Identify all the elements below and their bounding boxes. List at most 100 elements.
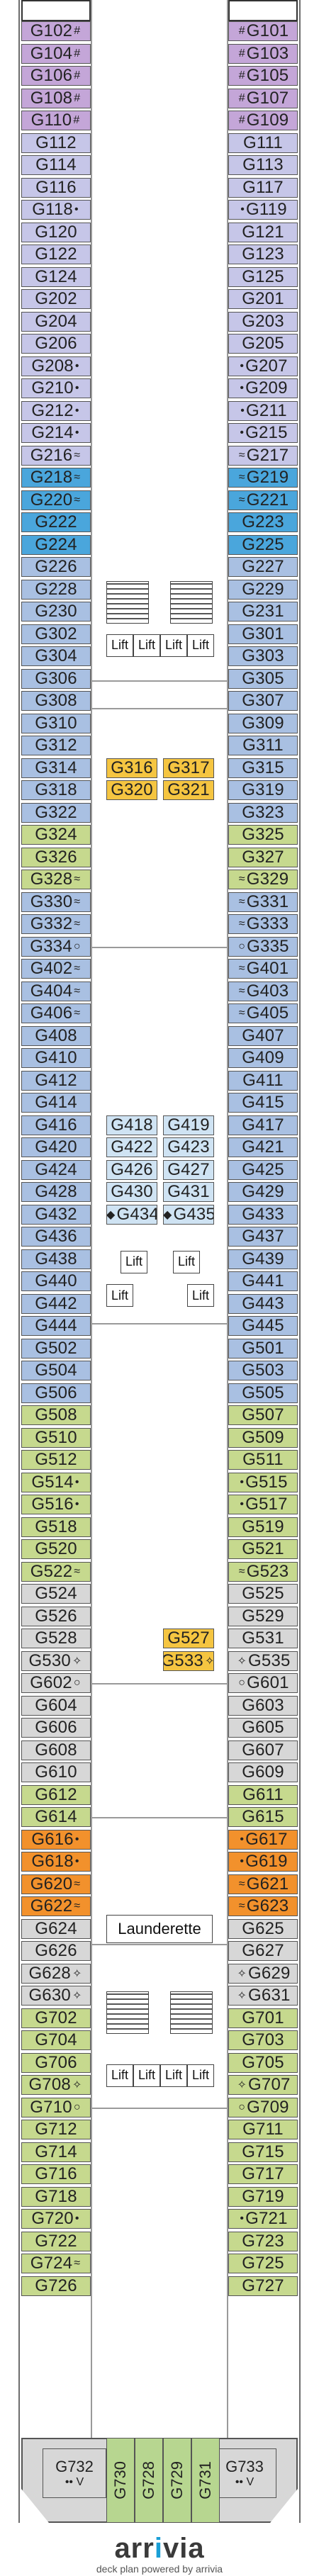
cabin-G323[interactable]: G323 bbox=[228, 802, 298, 823]
cabin-G441[interactable]: G441 bbox=[228, 1271, 298, 1291]
cabin-G442[interactable]: G442 bbox=[21, 1293, 91, 1314]
launderette[interactable]: Launderette bbox=[106, 1914, 213, 1943]
cabin-G314[interactable]: G314 bbox=[21, 758, 91, 778]
cabin-G445[interactable]: G445 bbox=[228, 1316, 298, 1336]
cabin-G709[interactable]: ○G709 bbox=[228, 2097, 298, 2117]
cabin-G419[interactable]: G419 bbox=[163, 1115, 214, 1135]
cabin-G624[interactable]: G624 bbox=[21, 1918, 91, 1939]
cabin-G112[interactable]: G112 bbox=[21, 133, 91, 153]
cabin-G101[interactable]: #G101 bbox=[228, 21, 298, 41]
cabin-G123[interactable]: G123 bbox=[228, 244, 298, 264]
cabin-G120[interactable]: G120 bbox=[21, 222, 91, 242]
cabin-G102[interactable]: G102# bbox=[21, 21, 91, 41]
cabin-G315[interactable]: G315 bbox=[228, 758, 298, 778]
cabin-G318[interactable]: G318 bbox=[21, 780, 91, 800]
cabin-G307[interactable]: G307 bbox=[228, 691, 298, 711]
cabin-G121[interactable]: G121 bbox=[228, 222, 298, 242]
cabin-G535[interactable]: ✧G535 bbox=[228, 1650, 298, 1671]
cabin-G202[interactable]: G202 bbox=[21, 289, 91, 309]
cabin-G109[interactable]: #G109 bbox=[228, 111, 298, 130]
cabin-G306[interactable]: G306 bbox=[21, 668, 91, 689]
cabin-G420[interactable]: G420 bbox=[21, 1137, 91, 1157]
cabin-G316[interactable]: G316 bbox=[106, 758, 157, 778]
cabin-G719[interactable]: G719 bbox=[228, 2186, 298, 2207]
cabin-G210[interactable]: G210• bbox=[21, 378, 91, 398]
cabin-G206[interactable]: G206 bbox=[21, 334, 91, 354]
cabin-G524[interactable]: G524 bbox=[21, 1584, 91, 1604]
cabin-G444[interactable]: G444 bbox=[21, 1316, 91, 1336]
cabin-G331[interactable]: ≈G331 bbox=[228, 892, 298, 912]
cabin-G426[interactable]: G426 bbox=[106, 1159, 157, 1180]
cabin-G230[interactable]: G230 bbox=[21, 602, 91, 621]
cabin-G726[interactable]: G726 bbox=[21, 2276, 91, 2296]
cabin-G418[interactable]: G418 bbox=[106, 1115, 157, 1135]
lift-icon[interactable]: Lift bbox=[187, 634, 214, 657]
cabin-G423[interactable]: G423 bbox=[163, 1137, 214, 1157]
cabin-G606[interactable]: G606 bbox=[21, 1718, 91, 1738]
cabin-G424[interactable]: G424 bbox=[21, 1159, 91, 1180]
cabin-G723[interactable]: G723 bbox=[228, 2231, 298, 2251]
cabin-G629[interactable]: ✧G629 bbox=[228, 1963, 298, 1984]
cabin-G404[interactable]: G404≈ bbox=[21, 981, 91, 1001]
cabin-G105[interactable]: #G105 bbox=[228, 66, 298, 86]
cabin-G625[interactable]: G625 bbox=[228, 1918, 298, 1939]
cabin-G416[interactable]: G416 bbox=[21, 1115, 91, 1135]
cabin-G628[interactable]: G628✧ bbox=[21, 1963, 91, 1984]
cabin-G432[interactable]: G432 bbox=[21, 1204, 91, 1225]
cabin-G514[interactable]: G514• bbox=[21, 1472, 91, 1492]
cabin-G710[interactable]: G710○ bbox=[21, 2097, 91, 2117]
lift-icon[interactable]: Lift bbox=[133, 2064, 160, 2087]
cabin-G327[interactable]: G327 bbox=[228, 847, 298, 867]
cabin-G507[interactable]: G507 bbox=[228, 1405, 298, 1425]
cabin-G627[interactable]: G627 bbox=[228, 1941, 298, 1961]
cabin-G517[interactable]: •G517 bbox=[228, 1495, 298, 1514]
cabin-G531[interactable]: G531 bbox=[228, 1629, 298, 1648]
cabin-G422[interactable]: G422 bbox=[106, 1137, 157, 1157]
cabin-G434[interactable]: ◆G434 bbox=[106, 1204, 157, 1225]
cabin-G439[interactable]: G439 bbox=[228, 1249, 298, 1269]
cabin-G501[interactable]: G501 bbox=[228, 1338, 298, 1359]
cabin-G522[interactable]: G522≈ bbox=[21, 1561, 91, 1582]
cabin-G732[interactable]: G732 •• V bbox=[43, 2448, 106, 2498]
cabin-G304[interactable]: G304 bbox=[21, 646, 91, 666]
cabin-G303[interactable]: G303 bbox=[228, 646, 298, 666]
cabin-G529[interactable]: G529 bbox=[228, 1606, 298, 1626]
cabin-G215[interactable]: •G215 bbox=[228, 423, 298, 443]
cabin-G528[interactable]: G528 bbox=[21, 1629, 91, 1648]
cabin-G328[interactable]: G328≈ bbox=[21, 870, 91, 889]
cabin-G615[interactable]: G615 bbox=[228, 1807, 298, 1827]
cabin-G334[interactable]: G334○ bbox=[21, 936, 91, 957]
cabin-G631[interactable]: ✧G631 bbox=[228, 1986, 298, 2006]
cabin-G408[interactable]: G408 bbox=[21, 1025, 91, 1046]
cabin-G211[interactable]: •G211 bbox=[228, 400, 298, 421]
cabin-G228[interactable]: G228 bbox=[21, 579, 91, 600]
lift-icon[interactable]: Lift bbox=[160, 634, 187, 657]
cabin-G504[interactable]: G504 bbox=[21, 1361, 91, 1380]
cabin-G106[interactable]: G106# bbox=[21, 66, 91, 86]
cabin-G317[interactable]: G317 bbox=[163, 758, 214, 778]
cabin-G430[interactable]: G430 bbox=[106, 1182, 157, 1202]
cabin-G525[interactable]: G525 bbox=[228, 1584, 298, 1604]
cabin-G527[interactable]: G527 bbox=[163, 1629, 214, 1648]
cabin-G521[interactable]: G521 bbox=[228, 1539, 298, 1559]
cabin-G108[interactable]: G108# bbox=[21, 88, 91, 108]
cabin-G728[interactable]: G728 bbox=[135, 2438, 163, 2523]
cabin-G523[interactable]: ≈G523 bbox=[228, 1561, 298, 1582]
cabin-G212[interactable]: G212• bbox=[21, 400, 91, 421]
cabin-G333[interactable]: ≈G333 bbox=[228, 914, 298, 934]
cabin-G512[interactable]: G512 bbox=[21, 1450, 91, 1470]
cabin-G427[interactable]: G427 bbox=[163, 1159, 214, 1180]
cabin-G508[interactable]: G508 bbox=[21, 1405, 91, 1425]
lift-icon[interactable]: Lift bbox=[106, 634, 133, 657]
cabin-G519[interactable]: G519 bbox=[228, 1517, 298, 1537]
cabin-G509[interactable]: G509 bbox=[228, 1427, 298, 1448]
cabin-G414[interactable]: G414 bbox=[21, 1093, 91, 1113]
cabin-G435[interactable]: ◆G435 bbox=[163, 1204, 214, 1225]
cabin-G118[interactable]: G118• bbox=[21, 200, 91, 220]
cabin-G103[interactable]: #G103 bbox=[228, 43, 298, 64]
cabin-G612[interactable]: G612 bbox=[21, 1784, 91, 1805]
cabin-G601[interactable]: ○G601 bbox=[228, 1673, 298, 1693]
cabin-G701[interactable]: G701 bbox=[228, 2008, 298, 2028]
cabin-G720[interactable]: G720• bbox=[21, 2209, 91, 2229]
cabin-G305[interactable]: G305 bbox=[228, 668, 298, 689]
